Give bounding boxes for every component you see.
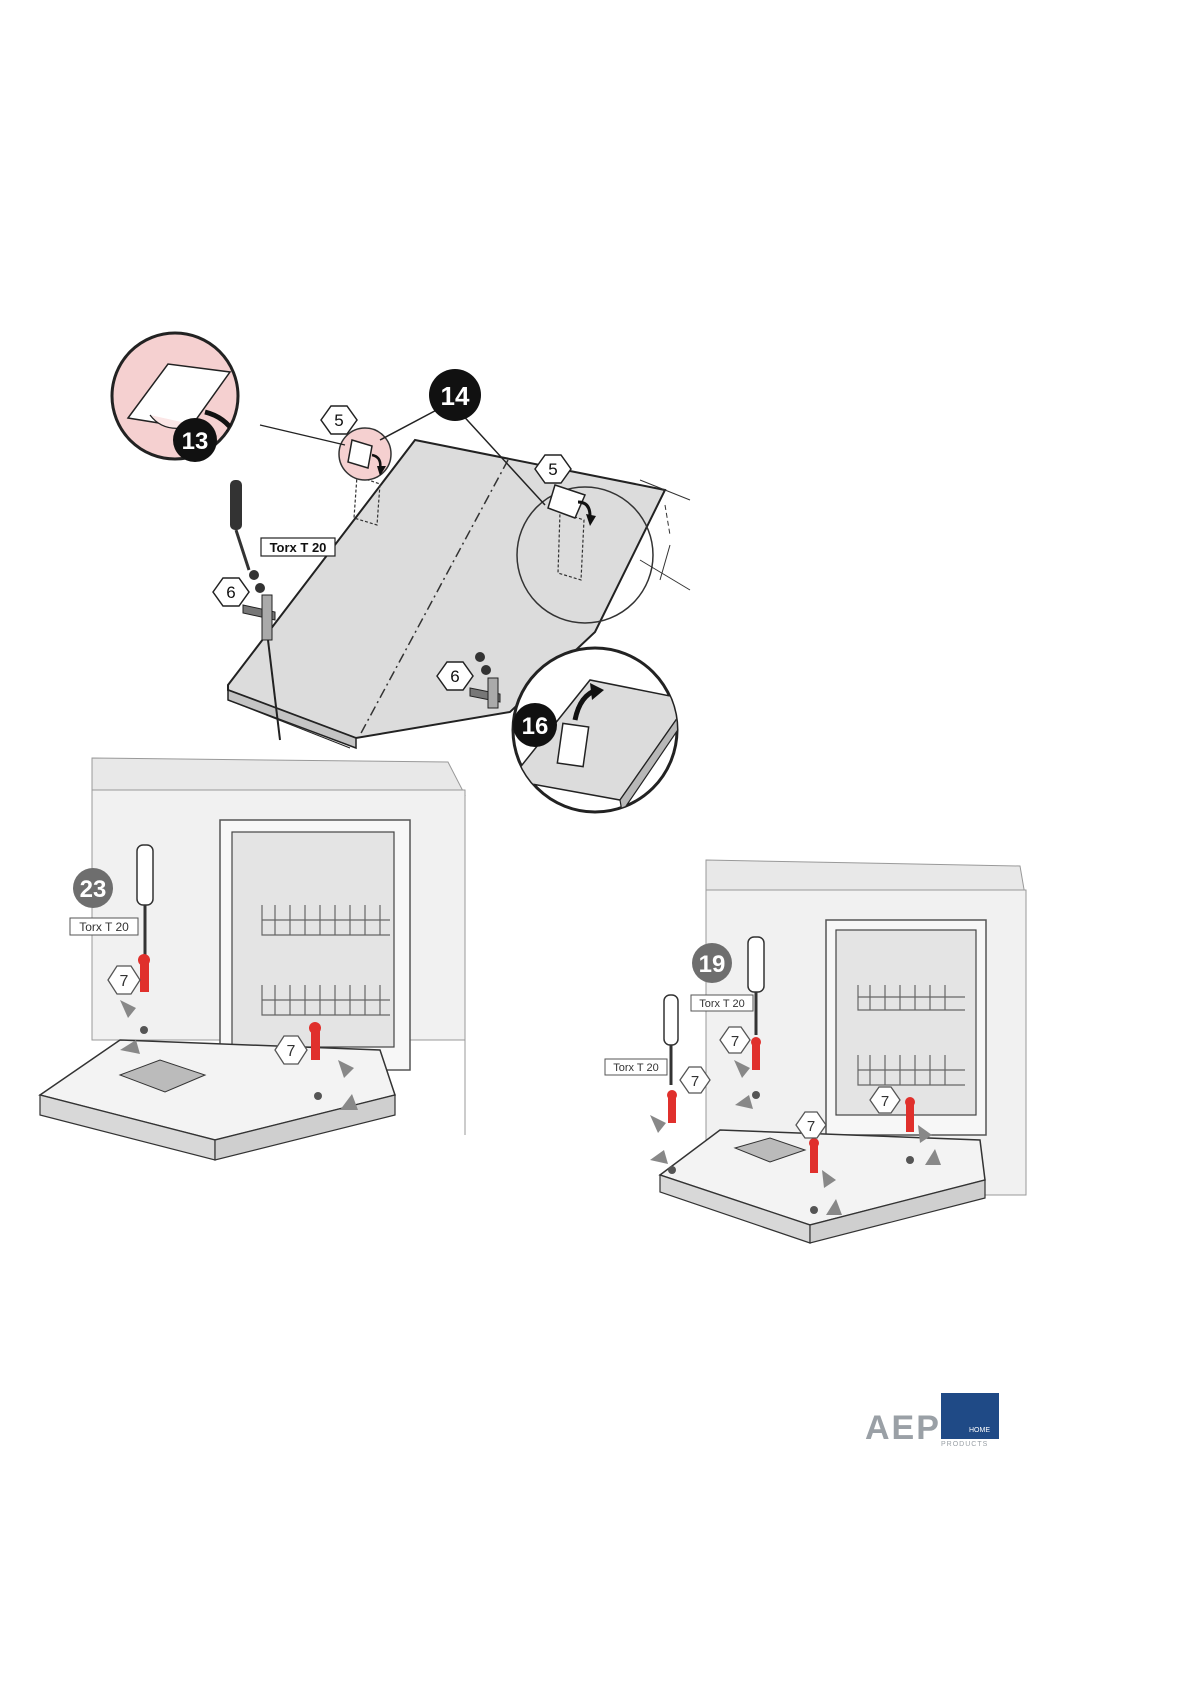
logo-products: PRODUCTS: [941, 1441, 988, 1448]
svg-text:Torx T 20: Torx T 20: [613, 1062, 658, 1074]
step-badge-19: 19: [692, 943, 732, 983]
svg-text:14: 14: [441, 381, 470, 411]
svg-text:16: 16: [522, 713, 549, 740]
step-badge-14: 14: [429, 369, 481, 421]
svg-text:Torx T 20: Torx T 20: [699, 998, 744, 1010]
svg-text:Torx T 20: Torx T 20: [79, 920, 129, 934]
dishwasher-figure-right: 19 Torx T 20 Torx T 20 7 7 7 7: [605, 860, 1026, 1243]
svg-text:5: 5: [548, 460, 557, 479]
panel-figure: Torx T 20 5 5 6 6 14: [112, 333, 690, 812]
part-label-pad: 5: [321, 406, 357, 434]
brand-logo: AEP HOME PRODUCTS: [865, 1393, 1000, 1453]
screwdriver-icon: [230, 480, 249, 570]
svg-text:5: 5: [334, 411, 343, 430]
svg-text:7: 7: [287, 1043, 296, 1060]
svg-text:7: 7: [691, 1073, 699, 1090]
inset-peel-tape: 13: [112, 333, 242, 462]
svg-text:7: 7: [731, 1033, 739, 1050]
svg-text:23: 23: [80, 876, 107, 903]
svg-text:7: 7: [881, 1093, 889, 1110]
logo-letters: AEP: [865, 1409, 941, 1448]
part-label-bracket-screw: 6: [213, 578, 249, 606]
torx-label-top: Torx T 20: [261, 538, 335, 556]
svg-text:19: 19: [699, 951, 726, 978]
svg-text:13: 13: [182, 428, 209, 455]
torx-label-left: Torx T 20: [70, 918, 138, 935]
dishwasher-figure-left: 23 Torx T 20 7 7: [40, 758, 465, 1160]
svg-text:7: 7: [807, 1118, 815, 1135]
inset-remove-tape: 16: [510, 648, 690, 812]
step-badge-23: 23: [73, 868, 113, 908]
svg-text:6: 6: [450, 667, 459, 686]
torx-label-right-upper: Torx T 20: [691, 995, 753, 1011]
svg-text:6: 6: [226, 583, 235, 602]
svg-text:7: 7: [120, 973, 129, 990]
svg-text:Torx T 20: Torx T 20: [270, 540, 327, 555]
logo-home: HOME: [969, 1427, 990, 1434]
torx-label-right-lower: Torx T 20: [605, 1059, 667, 1075]
